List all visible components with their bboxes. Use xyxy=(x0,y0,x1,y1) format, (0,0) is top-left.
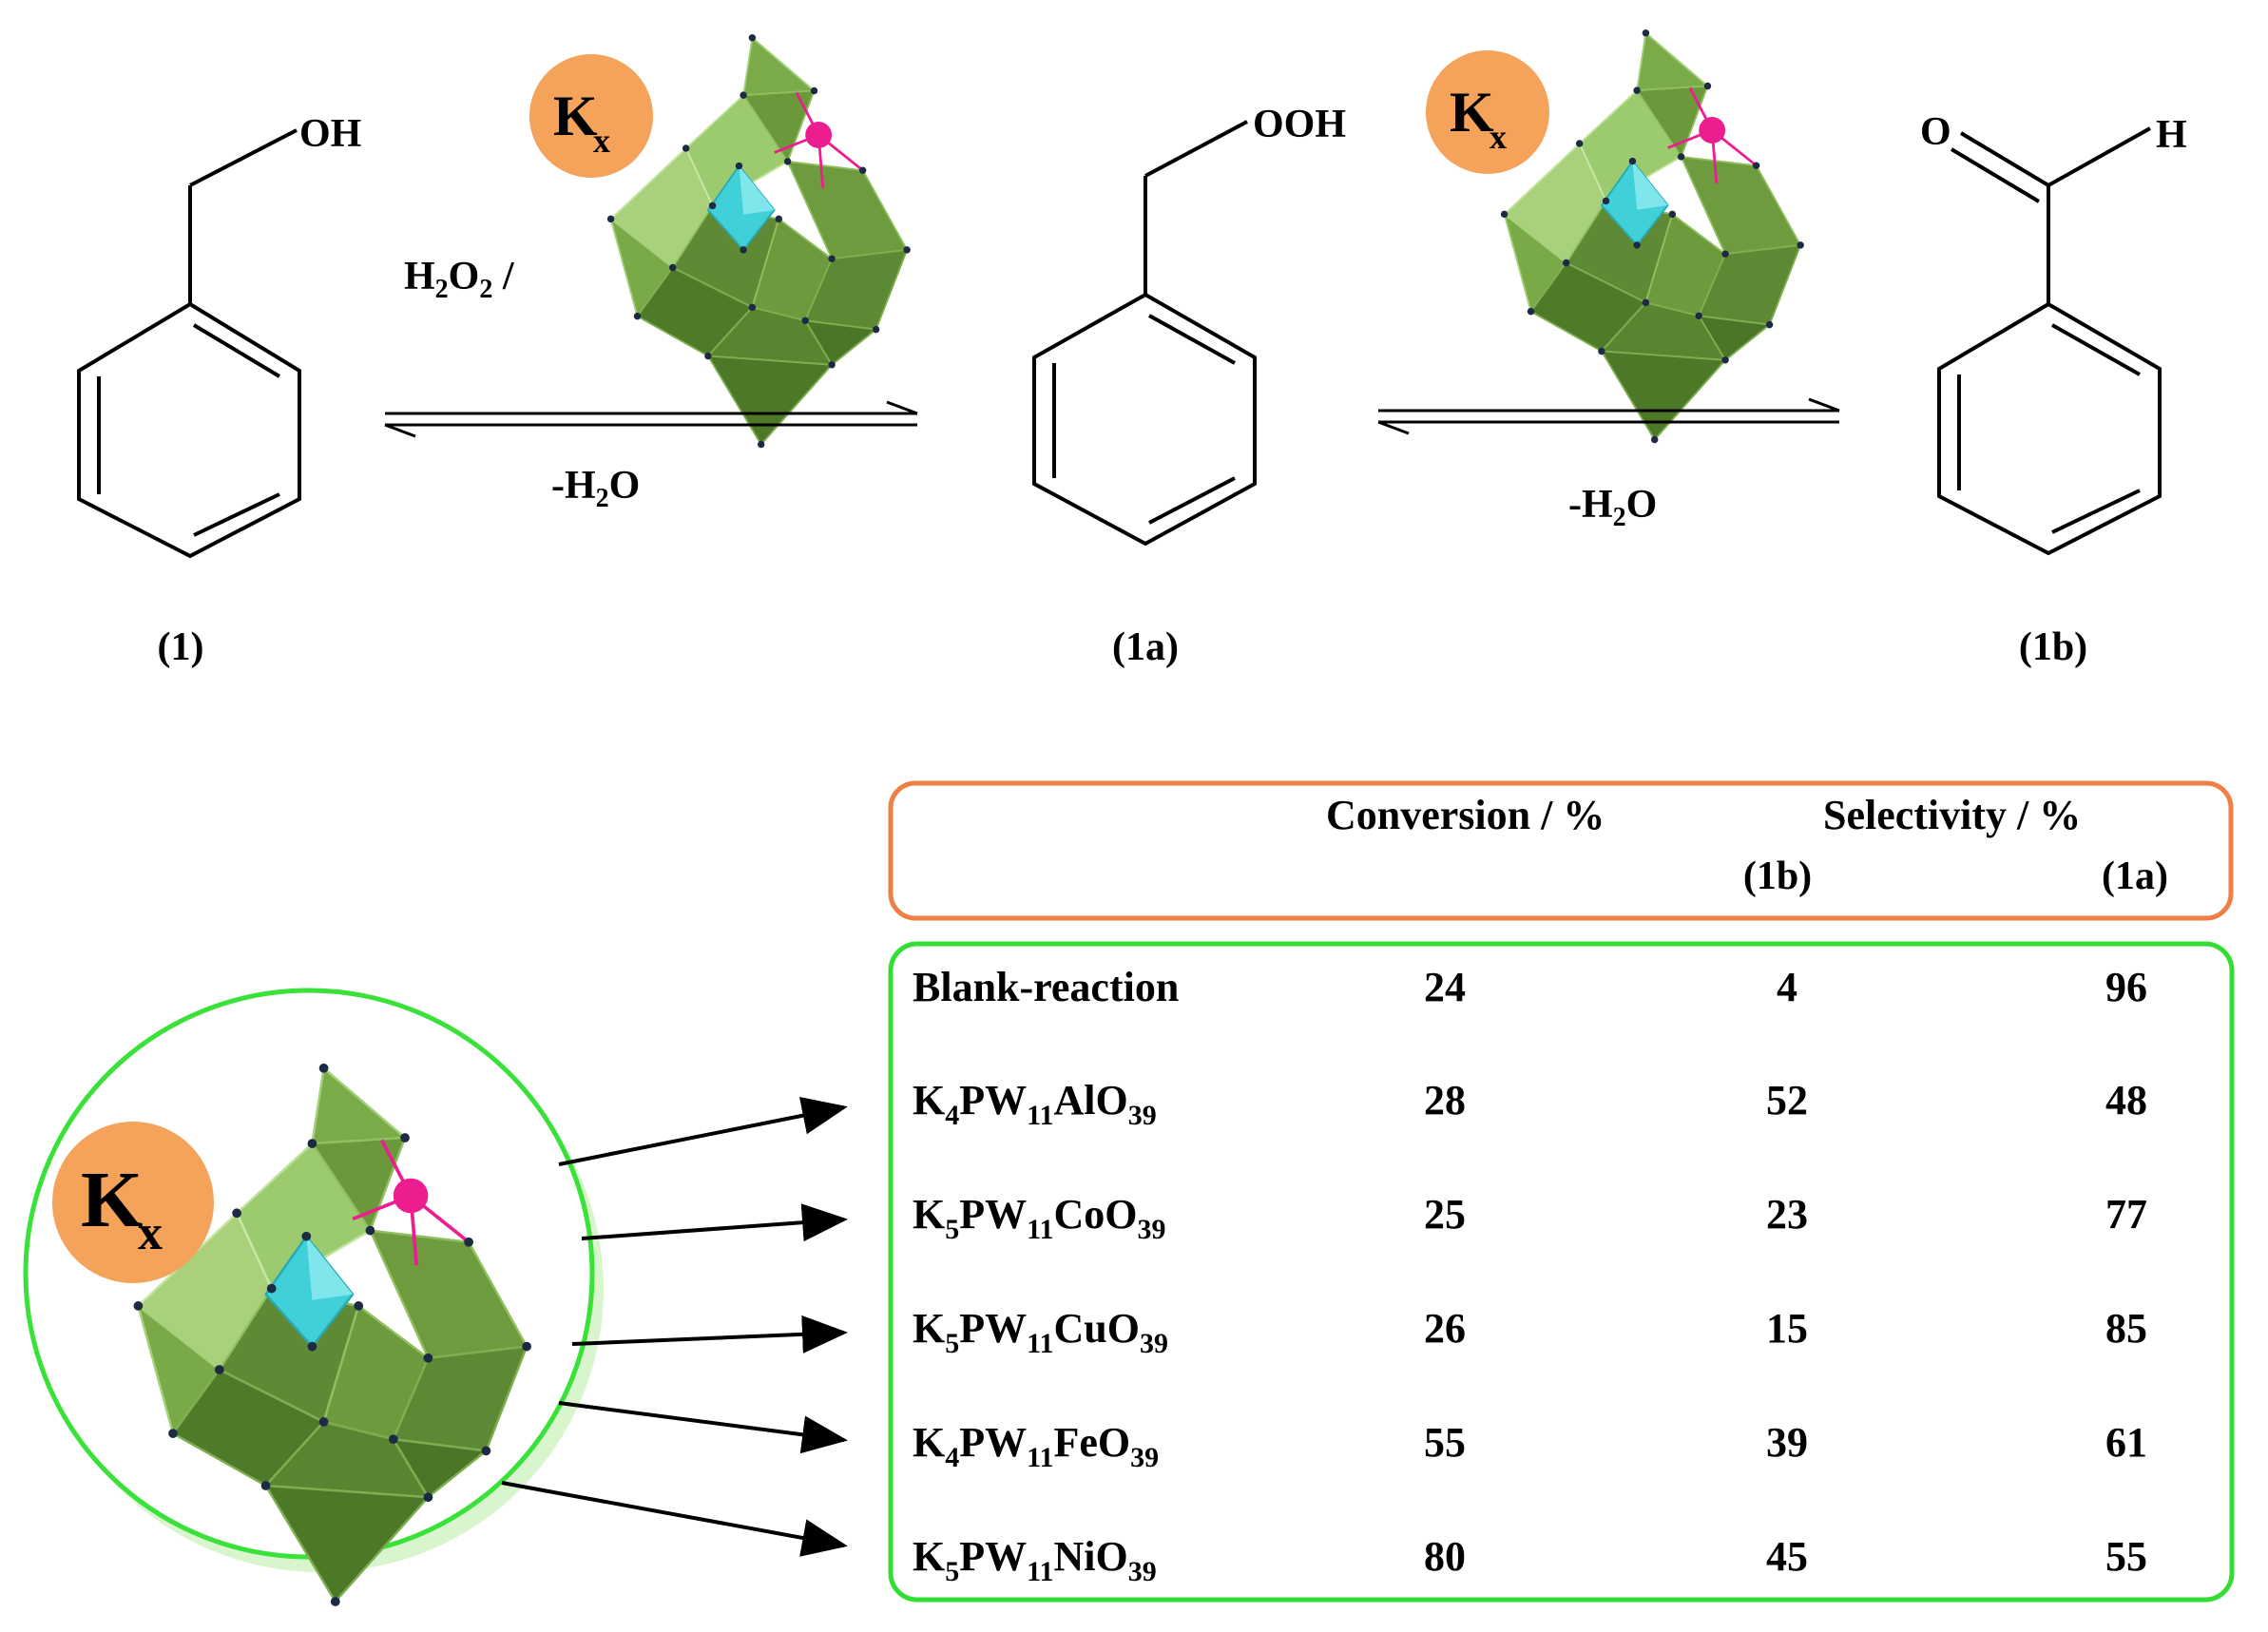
cell-sel-1b: 15 xyxy=(1766,1305,1808,1352)
compound-1-group: OH xyxy=(299,112,361,156)
cation-k-2: K xyxy=(1450,81,1494,144)
equilibrium-arrow-1 xyxy=(384,400,918,438)
cation-k: K xyxy=(553,85,598,147)
header-selectivity: Selectivity / % xyxy=(1823,792,2081,838)
cell-conversion: 28 xyxy=(1424,1077,1466,1123)
catalyst-name: K4PW11AlO39 xyxy=(913,1077,1157,1131)
table-row: K5PW11CuO39 26 15 85 xyxy=(913,1305,2147,1359)
catalyst-name: K5PW11CuO39 xyxy=(913,1305,1168,1359)
catalyst-name: Blank-reaction xyxy=(913,964,1179,1010)
catalyst-name: K4PW11FeO39 xyxy=(913,1419,1159,1473)
compound-1a-group: OOH xyxy=(1253,103,1346,146)
table-header-frame xyxy=(888,780,2234,921)
cation-ball-2: K x xyxy=(1426,50,1549,174)
compound-1b-label: (1b) xyxy=(2019,625,2087,669)
cation-k-large: K xyxy=(81,1156,143,1244)
cell-conversion: 26 xyxy=(1424,1305,1466,1352)
pointer-arrows xyxy=(501,1097,848,1557)
cell-sel-1a: 61 xyxy=(2105,1419,2147,1466)
equilibrium-arrow-2 xyxy=(1377,397,1840,435)
header-sel-1b: (1b) xyxy=(1743,854,1812,898)
table-row: K5PW11NiO39 80 45 55 xyxy=(913,1533,2147,1587)
cell-conversion: 55 xyxy=(1424,1419,1466,1466)
cell-conversion: 25 xyxy=(1424,1191,1466,1238)
header-sel-1a: (1a) xyxy=(2102,854,2168,898)
catalyst-zoom-circle: K x xyxy=(23,988,604,1608)
cell-sel-1a: 85 xyxy=(2105,1305,2147,1352)
cell-sel-1b: 45 xyxy=(1766,1533,1808,1580)
cell-sel-1a: 96 xyxy=(2105,964,2147,1010)
step1-reagent: H2O2 / xyxy=(404,255,515,304)
cell-conversion: 80 xyxy=(1424,1533,1466,1580)
benzaldehyde-structure xyxy=(1937,126,2162,556)
polyoxometalate-cluster-icon xyxy=(605,32,913,450)
benzyl-hydroperoxide-structure xyxy=(1032,120,1257,547)
compound-1-label: (1) xyxy=(158,625,204,669)
header-conversion: Conversion / % xyxy=(1326,792,1605,838)
benzyl-alcohol-structure xyxy=(77,128,301,559)
cation-x-2: x xyxy=(1490,118,1507,156)
cell-sel-1b: 4 xyxy=(1777,964,1797,1010)
cell-sel-1a: 55 xyxy=(2105,1533,2147,1580)
compound-1a-label: (1a) xyxy=(1112,625,1179,669)
table-row: Blank-reaction 24 4 96 xyxy=(913,964,2147,1010)
step2-byproduct: -H2O xyxy=(1568,483,1657,532)
step1-byproduct: -H2O xyxy=(551,464,640,513)
catalyst-name: K5PW11NiO39 xyxy=(913,1533,1157,1587)
compound-1b-h: H xyxy=(2156,113,2187,157)
table-body-frame xyxy=(888,941,2235,1603)
cell-sel-1b: 39 xyxy=(1766,1419,1808,1466)
cell-sel-1a: 48 xyxy=(2105,1077,2147,1123)
cation-x-large: x xyxy=(138,1206,163,1260)
cation-ball-large: K x xyxy=(52,1122,214,1283)
cell-sel-1a: 77 xyxy=(2105,1191,2147,1238)
polyoxometalate-cluster-icon-2 xyxy=(1499,28,1806,445)
cell-sel-1b: 23 xyxy=(1766,1191,1808,1238)
compound-1b-o: O xyxy=(1920,110,1951,154)
cation-x: x xyxy=(593,122,610,160)
table-row: K5PW11CoO39 25 23 77 xyxy=(913,1191,2147,1245)
cation-ball: K x xyxy=(529,54,653,178)
table-row: K4PW11FeO39 55 39 61 xyxy=(913,1419,2147,1473)
catalyst-name: K5PW11CoO39 xyxy=(913,1191,1165,1245)
cell-sel-1b: 52 xyxy=(1766,1077,1808,1123)
table-row: K4PW11AlO39 28 52 48 xyxy=(913,1077,2147,1131)
cell-conversion: 24 xyxy=(1424,964,1466,1010)
